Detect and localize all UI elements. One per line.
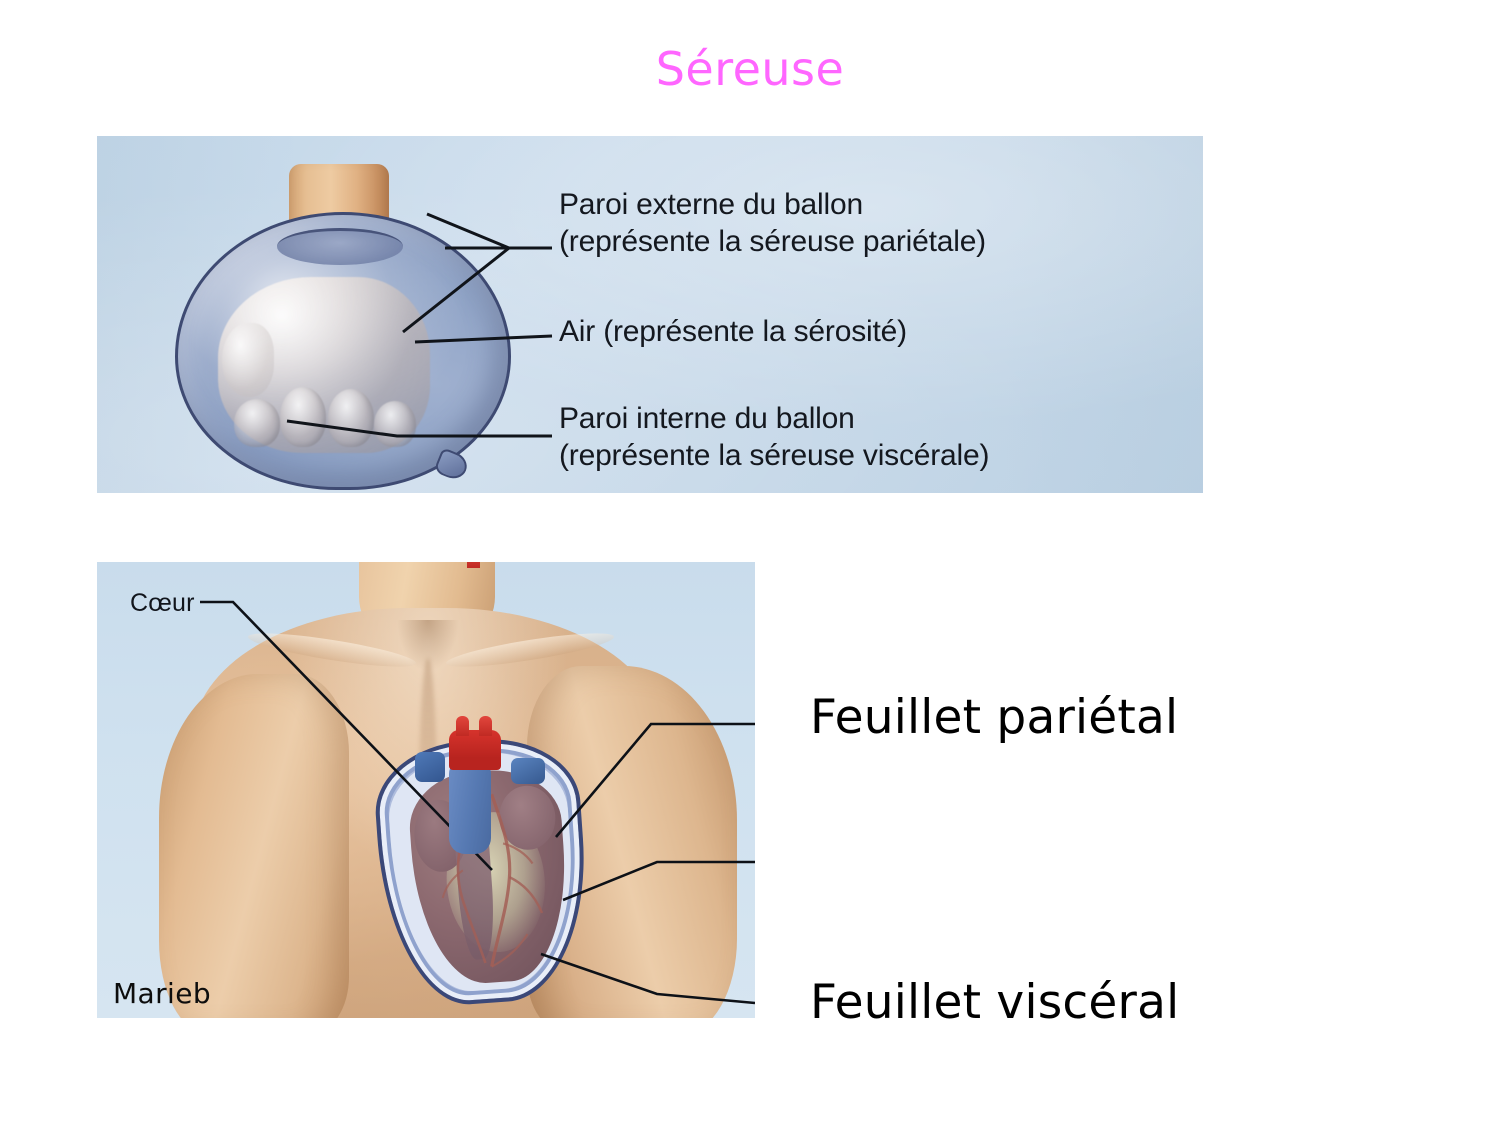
label-coeur: Cœur — [130, 589, 195, 617]
knuckle — [280, 387, 326, 447]
balloon-illustration — [157, 164, 527, 493]
pericardial-cavity — [384, 747, 581, 996]
page-title: Séreuse — [655, 42, 845, 96]
source-credit: Marieb — [113, 977, 212, 1010]
balloon-figure: Paroi externe du ballon(représente la sé… — [97, 136, 1203, 493]
knuckle — [374, 401, 416, 447]
label-line-1: Paroi interne du ballon — [559, 402, 855, 435]
label-air: Air (représente la sérosité) — [559, 314, 907, 351]
left-shoulder-arm — [159, 674, 349, 1018]
label-paroi-interne: Paroi interne du ballon(représente la sé… — [559, 401, 989, 474]
balloon-neck-collar — [277, 228, 403, 265]
pulmonary-trunk — [449, 758, 491, 854]
sternal-notch — [397, 620, 459, 672]
knuckle — [328, 389, 374, 447]
balloon-leader-lines — [286, 212, 553, 438]
superior-vena-cava — [415, 752, 445, 782]
label-line-1: Paroi externe du ballon — [559, 188, 863, 221]
torso-figure: Cœur Marieb — [97, 562, 755, 1018]
label-line-1: Air (représente la sérosité) — [559, 315, 907, 348]
aorta — [449, 716, 501, 770]
annotation-feuillet-visceral: Feuillet viscéral — [810, 975, 1180, 1030]
label-line-2: (représente la séreuse viscérale) — [559, 438, 990, 472]
label-line-2: (représente la séreuse pariétale) — [559, 224, 986, 258]
fist-inside-balloon — [218, 277, 430, 453]
balloon-outer-wall — [175, 212, 511, 490]
pericardium-parietal-layer — [371, 733, 594, 1010]
thumb — [222, 323, 274, 397]
coronary-vessels — [441, 793, 544, 968]
aortic-branch — [467, 562, 480, 568]
label-paroi-externe: Paroi externe du ballon(représente la sé… — [559, 187, 986, 260]
torso-leader-lines — [200, 600, 755, 1005]
pulmonary-vein — [511, 758, 545, 784]
heart — [406, 765, 573, 988]
annotation-feuillet-parietal: Feuillet pariétal — [810, 690, 1179, 745]
knuckle — [234, 399, 280, 447]
